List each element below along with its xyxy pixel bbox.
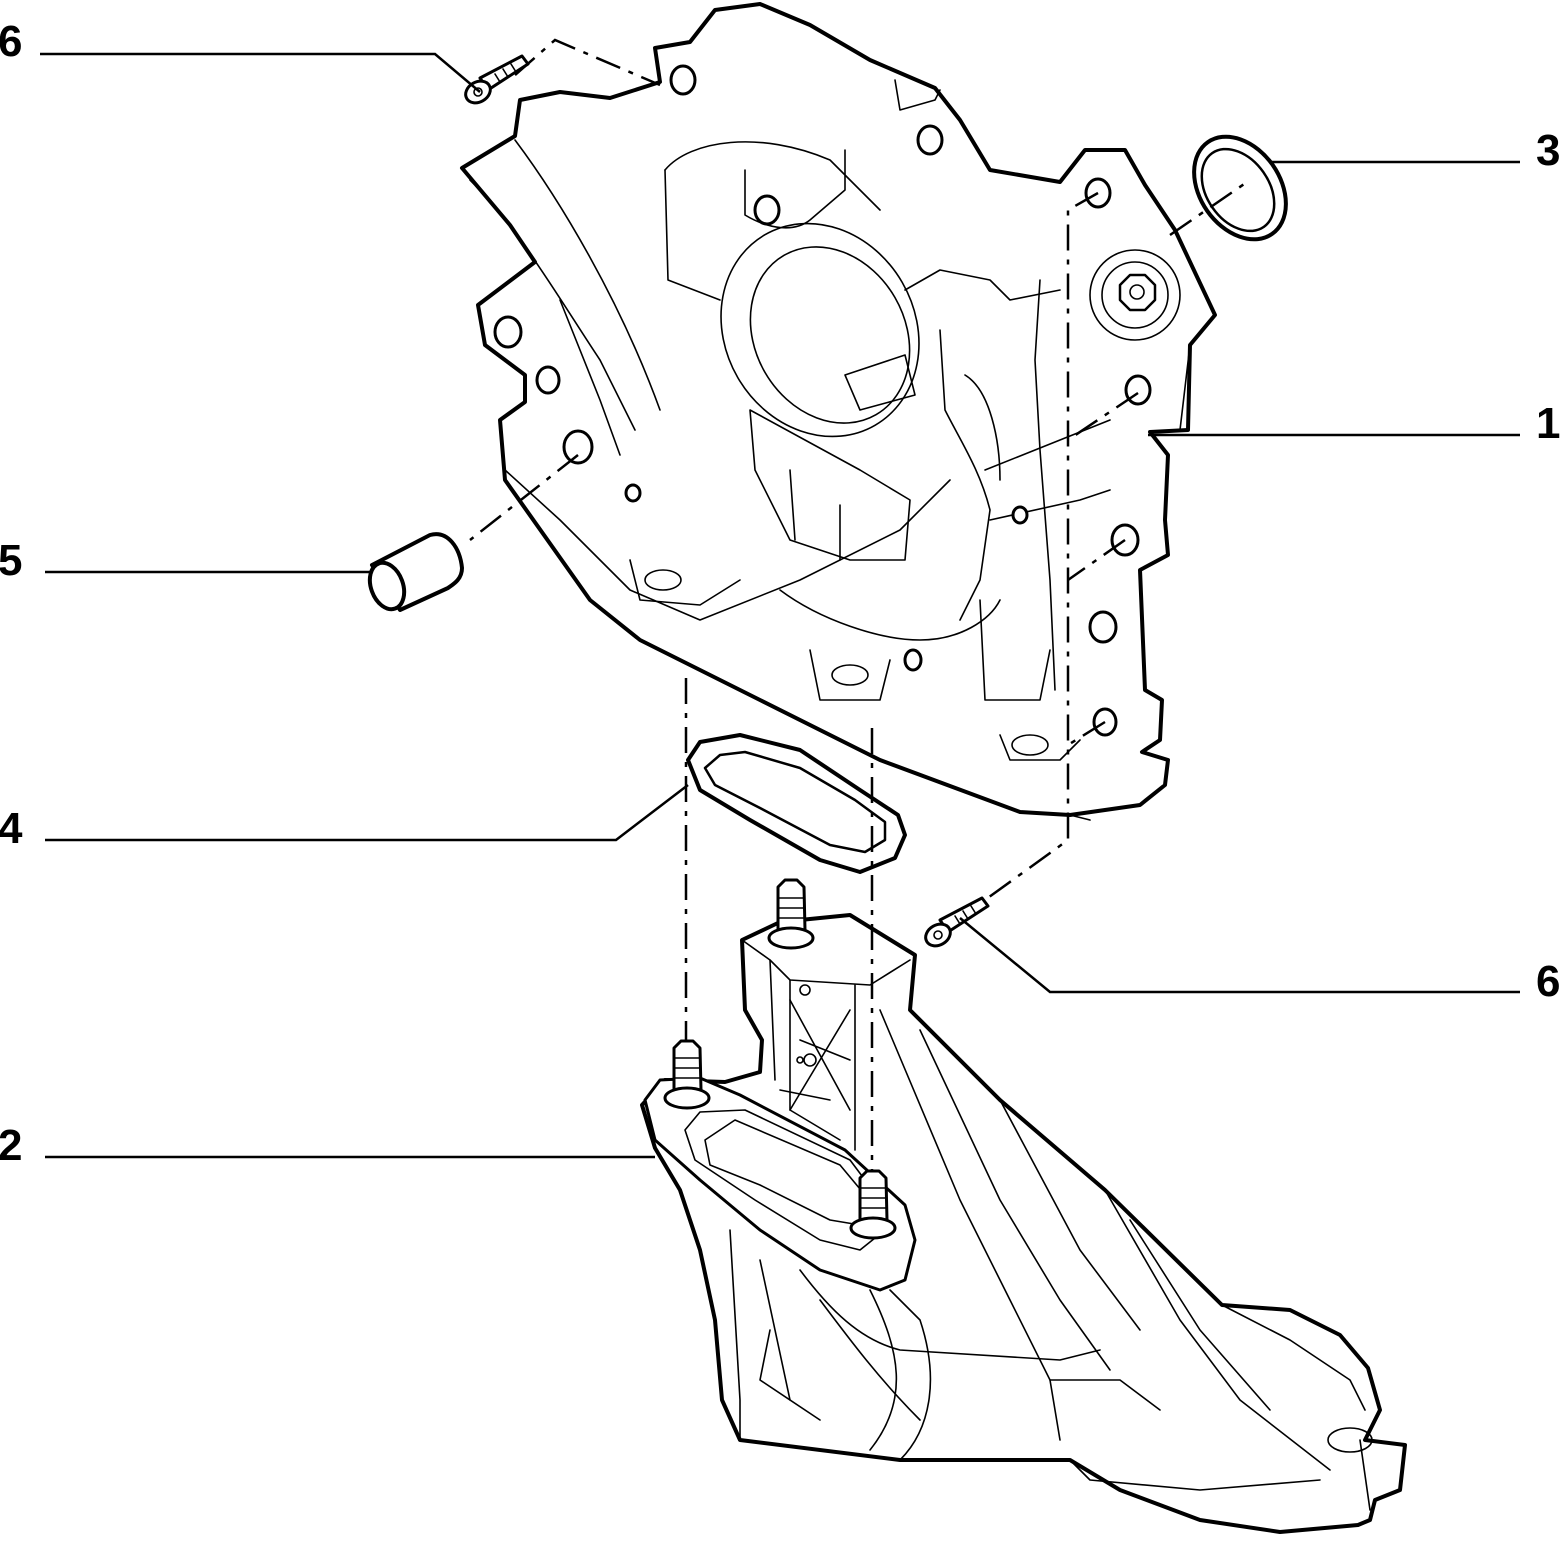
flange-bolt-top — [464, 54, 530, 105]
mount-hole — [493, 315, 523, 349]
assembly-centerlines — [469, 38, 1251, 1170]
mount-hole — [903, 648, 923, 672]
oil-strainer-housing — [640, 878, 1407, 1534]
strainer-inlet-flange — [643, 1076, 917, 1292]
mount-hole — [624, 483, 642, 503]
callout-6-bottom: 6 — [1536, 957, 1560, 1006]
flange-bolt-bottom — [924, 896, 990, 948]
mount-hole — [916, 124, 944, 156]
callout-2: 2 — [0, 1121, 22, 1170]
flange-gasket — [686, 733, 907, 874]
pump-housing-outline — [460, 2, 1217, 817]
hex-plug-bolt — [1118, 273, 1157, 312]
stud-left — [663, 1039, 711, 1110]
callout-1: 1 — [1536, 399, 1560, 448]
mount-hole — [753, 194, 781, 226]
stud-right — [849, 1169, 897, 1240]
mount-hole — [535, 365, 561, 395]
mount-hole — [1011, 505, 1029, 525]
callout-6-top: 6 — [0, 17, 22, 66]
callout-labels: 6 3 1 5 4 6 2 — [0, 17, 1560, 1170]
callout-3: 3 — [1536, 126, 1560, 175]
stud-top — [767, 878, 815, 950]
callout-4: 4 — [0, 804, 23, 853]
mount-hole — [562, 429, 594, 465]
oil-pump-housing — [460, 2, 1217, 821]
mount-hole — [1088, 610, 1118, 644]
callout-5: 5 — [0, 536, 22, 585]
leader-lines — [40, 52, 1520, 1159]
mount-hole — [669, 64, 697, 96]
dowel-sleeve — [367, 532, 464, 612]
